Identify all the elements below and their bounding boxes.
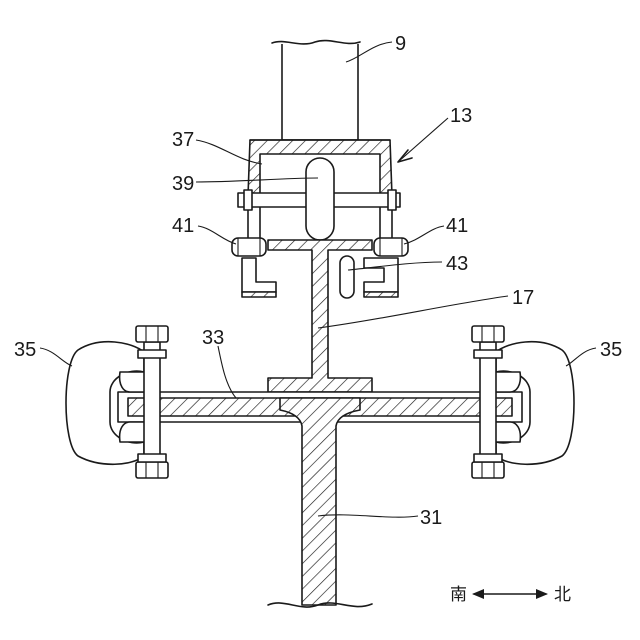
clamp-35-right [472,326,574,478]
label-clamp-right: 35 [600,339,622,361]
label-north: 北 [554,585,571,605]
post-9 [272,41,360,140]
label-support-beam: 31 [420,507,442,529]
guide-pin-43 [340,256,354,298]
label-rail: 17 [512,287,534,309]
roller-39 [306,158,334,240]
label-post: 9 [395,33,406,55]
support-beam-31 [268,398,372,607]
label-south: 南 [450,585,467,605]
arrow-left-icon [472,589,484,599]
arrow-right-icon [536,589,548,599]
label-hanger: 13 [450,105,472,127]
direction-indicator: 南 北 [450,585,571,605]
label-clamp-left: 35 [14,339,36,361]
label-side-roller-left: 41 [172,215,194,237]
rail-17 [268,240,372,392]
label-side-roller-right: 41 [446,215,468,237]
label-guide-pin: 43 [446,253,468,275]
label-roller: 39 [172,173,194,195]
label-housing: 37 [172,129,194,151]
label-crossbar: 33 [202,327,224,349]
clamp-35-left [66,326,168,478]
